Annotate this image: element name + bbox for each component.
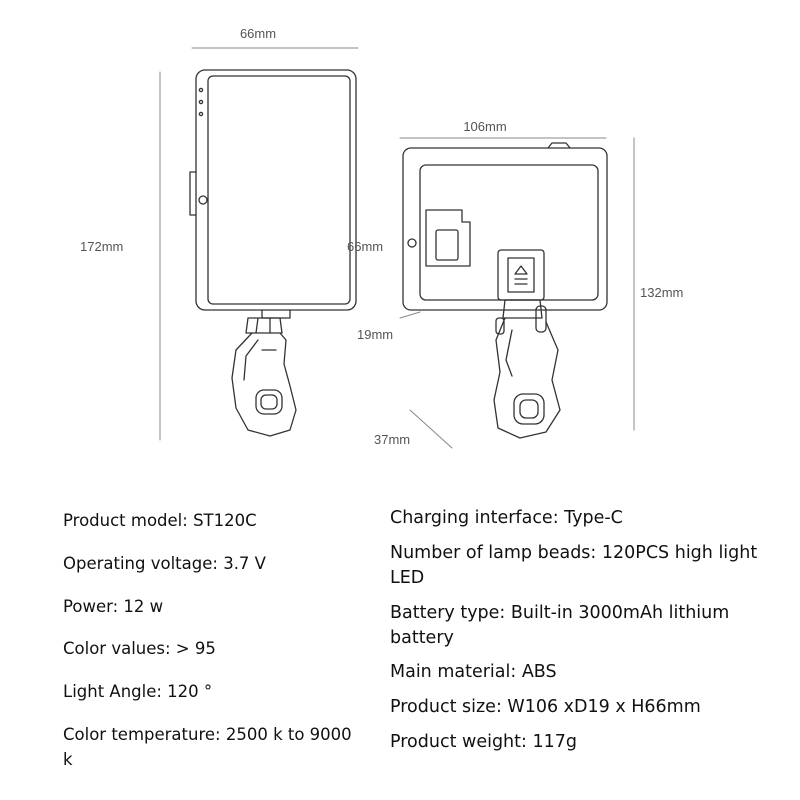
spec-lamp-beads: Number of lamp beads: 120PCS high light … [390,543,758,588]
product-dimension-diagram: 66mm 172mm 106mm 66mm 132mm 19mm 37mm [80,26,683,449]
spec-power: Power: 12 w [63,597,164,616]
spec-light-angle: Light Angle: 120 ° [63,682,213,701]
dim-front-height: 172mm [80,239,123,254]
front-view-light [159,47,359,441]
dim-depth: 19mm [357,327,393,342]
dim-front-width: 66mm [240,26,276,41]
spec-product-weight: Product weight: 117g [390,732,577,752]
spec-charging-interface: Charging interface: Type-C [390,508,623,528]
spec-operating-voltage: Operating voltage: 3.7 V [63,554,266,573]
spec-battery-type: Battery type: Built-in 3000mAh lithium b… [390,603,730,648]
spec-main-material: Main material: ABS [390,662,557,682]
dim-side-inner-height: 66mm [347,239,383,254]
spec-product-size: Product size: W106 xD19 x H66mm [390,697,701,717]
spec-color-temperature: Color temperature: 2500 k to 9000 k [63,725,352,769]
dim-clip-depth: 37mm [374,432,410,447]
spec-product-model: Product model: ST120C [63,511,257,530]
side-view-light [399,137,635,449]
dim-side-total-height: 132mm [640,285,683,300]
dim-side-width: 106mm [463,119,506,134]
spec-color-values: Color values: > 95 [63,639,216,658]
